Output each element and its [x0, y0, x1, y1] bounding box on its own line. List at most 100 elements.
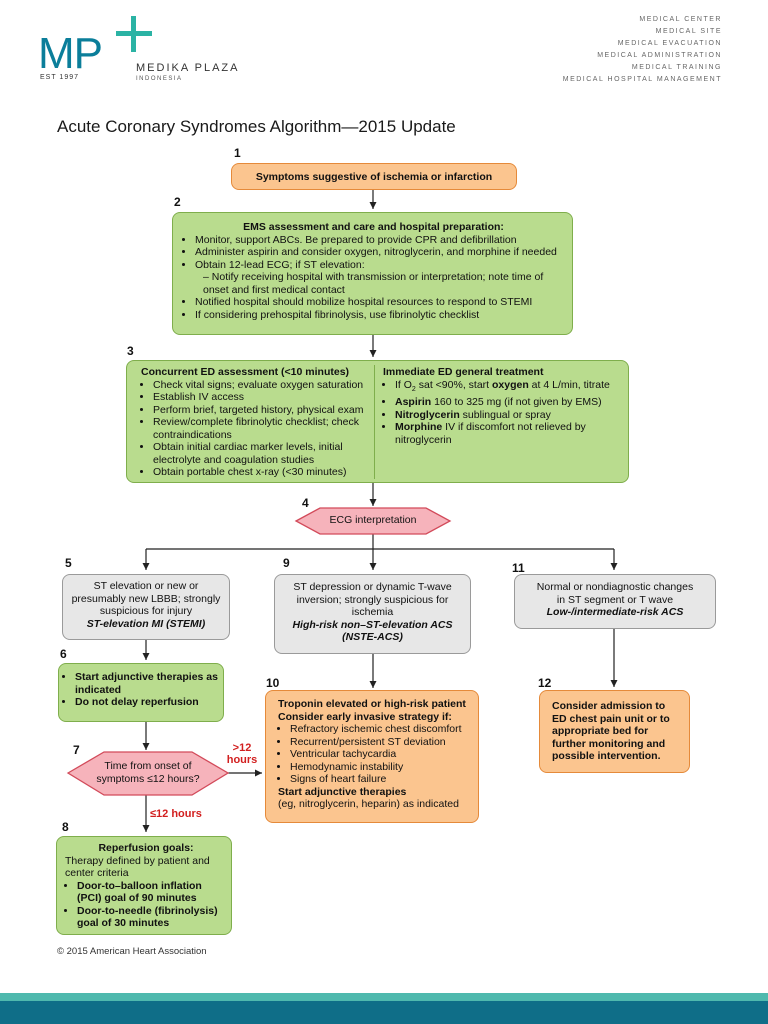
oxygen-text: If O [395, 378, 412, 391]
ems-item: Monitor, support ABCs. Be prepared to pr… [195, 234, 564, 247]
nste-acs-box: ST depression or dynamic T-wave inversio… [274, 574, 471, 654]
page-title: Acute Coronary Syndromes Algorithm—2015 … [57, 117, 456, 136]
copyright-footer: © 2015 American Heart Association [57, 946, 207, 957]
stemi-box: ST elevation or new or presumably new LB… [62, 574, 230, 640]
nitro-text: sublingual or spray [459, 408, 551, 421]
oxygen-text: at 4 L/min, titrate [528, 378, 610, 391]
invasive-criteria-item: Signs of heart failure [290, 773, 472, 786]
time-onset-line1: Time from onset of [104, 760, 192, 772]
symptoms-text: Symptoms suggestive of ischemia or infar… [255, 171, 493, 183]
symptoms-box: Symptoms suggestive of ischemia or infar… [231, 163, 517, 190]
low-risk-box: Normal or nondiagnostic changes in ST se… [514, 574, 716, 629]
service-item: MEDICAL CENTER [639, 16, 722, 23]
nste-text: ST depression or dynamic T-wave inversio… [293, 581, 452, 618]
adjunctive-item: Do not delay reperfusion [75, 696, 219, 709]
stemi-diagnosis: ST-elevation MI (STEMI) [86, 617, 206, 630]
concurrent-ed-assessment: Concurrent ED assessment (<10 minutes) C… [127, 361, 374, 479]
column-divider [374, 365, 375, 479]
admission-box: Consider admission to ED chest pain unit… [539, 690, 690, 773]
step-number: 6 [60, 647, 67, 661]
step-number: 1 [234, 146, 241, 160]
service-item: MEDICAL ADMINISTRATION [597, 52, 722, 59]
troponin-heading: Troponin elevated or high-risk patient [278, 698, 466, 710]
time-onset-line2: symptoms ≤12 hours? [96, 773, 200, 785]
aspirin-bold: Aspirin [395, 396, 432, 409]
morphine-text: IV if discomfort not relieved by nitrogl… [395, 421, 586, 446]
stemi-text: ST elevation or new or presumably new LB… [71, 580, 221, 617]
invasive-criteria-item: Hemodynamic instability [290, 761, 472, 774]
adjunctive-heading: Start adjunctive therapies [278, 785, 407, 798]
time-onset-diamond [66, 751, 230, 796]
ems-item: Administer aspirin and consider oxygen, … [195, 246, 564, 259]
treatment-nitroglycerin: Nitroglycerin sublingual or spray [395, 409, 627, 422]
assessment-item: Review/complete fibrinolytic checklist; … [153, 416, 370, 441]
step-number: 5 [65, 556, 72, 570]
morphine-bold: Morphine [395, 421, 443, 434]
service-item: MEDICAL TRAINING [631, 64, 722, 71]
services-list: MEDICAL CENTER MEDICAL SITE MEDICAL EVAC… [563, 14, 722, 86]
ems-assessment-box: EMS assessment and care and hospital pre… [172, 212, 573, 335]
reperfusion-goals-box: Reperfusion goals: Therapy defined by pa… [56, 836, 232, 935]
oxygen-text: sat <90%, start [415, 378, 492, 391]
gt12-hours-label: >12 hours [226, 742, 258, 766]
logo-plus-icon [116, 16, 152, 52]
step-number: 11 [512, 561, 525, 575]
ems-item-text: Obtain 12-lead ECG; if ST elevation: [195, 258, 365, 271]
assessment-item: Perform brief, targeted history, physica… [153, 404, 370, 417]
reperfusion-goal-item: Door-to-needle (fibrinolysis) goal of 30… [77, 905, 227, 930]
ems-sub-item-text: Notify receiving hospital with transmiss… [203, 271, 544, 296]
org-country: INDONESIA [136, 76, 183, 82]
assessment-item: Establish IV access [153, 391, 370, 404]
step-number: 8 [62, 820, 69, 834]
treatment-morphine: Morphine IV if discomfort not relieved b… [395, 421, 627, 446]
admission-text: Consider admission to ED chest pain unit… [552, 700, 670, 762]
low-risk-diagnosis: Low-/intermediate-risk ACS [546, 606, 684, 618]
ecg-interpretation-label: ECG interpretation [329, 514, 417, 526]
step-number: 3 [127, 344, 134, 358]
reperfusion-heading: Reperfusion goals: [98, 842, 194, 854]
assessment-item: Check vital signs; evaluate oxygen satur… [153, 379, 370, 392]
org-name: MEDIKA PLAZA [136, 62, 240, 74]
time-onset-question: Time from onset of symptoms ≤12 hours? [84, 760, 212, 786]
ems-item: Obtain 12-lead ECG; if ST elevation: – N… [195, 259, 564, 297]
treatment-aspirin: Aspirin 160 to 325 mg (if not given by E… [395, 396, 627, 409]
ems-heading: EMS assessment and care and hospital pre… [243, 221, 504, 233]
step-number: 10 [266, 676, 280, 690]
ems-item: If considering prehospital fibrinolysis,… [195, 309, 564, 322]
service-item: MEDICAL SITE [655, 28, 722, 35]
treatment-oxygen: If O2 sat <90%, start oxygen at 4 L/min,… [395, 379, 627, 397]
ed-assessment-box: Concurrent ED assessment (<10 minutes) C… [126, 360, 629, 483]
adjunctive-item: Start adjunctive therapies as indicated [75, 671, 219, 696]
service-item: MEDICAL EVACUATION [617, 40, 722, 47]
invasive-criteria-item: Recurrent/persistent ST deviation [290, 736, 472, 749]
adjunctive-therapy-box: Start adjunctive therapies as indicated … [58, 663, 224, 722]
logo-est: EST 1997 [40, 74, 80, 81]
reperfusion-text: Therapy defined by patient and center cr… [65, 854, 210, 880]
ecg-interpretation-diamond [294, 507, 452, 535]
invasive-criteria-item: Ventricular tachycardia [290, 748, 472, 761]
le12-hours-label: ≤12 hours [150, 808, 202, 820]
nste-diagnosis: High-risk non–ST-elevation ACS (NSTE-ACS… [292, 618, 453, 644]
step-number: 4 [302, 496, 309, 510]
logo-mp: MP [38, 29, 103, 78]
immediate-ed-treatment: Immediate ED general treatment If O2 sat… [383, 361, 627, 446]
step-number: 7 [73, 743, 80, 757]
troponin-box: Troponin elevated or high-risk patient C… [265, 690, 479, 823]
step-number: 2 [174, 195, 181, 209]
ems-item: Notified hospital should mobilize hospit… [195, 296, 564, 309]
invasive-criteria-item: Refractory ischemic chest discomfort [290, 723, 472, 736]
concurrent-heading: Concurrent ED assessment (<10 minutes) [141, 366, 350, 378]
oxygen-bold: oxygen [492, 378, 529, 391]
assessment-item: Obtain portable chest x-ray (<30 minutes… [153, 466, 370, 479]
reperfusion-goal-item: Door-to–balloon inflation (PCI) goal of … [77, 880, 227, 905]
adjunctive-note: (eg, nitroglycerin, heparin) as indicate… [278, 798, 459, 810]
invasive-strategy-heading: Consider early invasive strategy if: [278, 710, 452, 723]
footer-band-light [0, 993, 768, 1001]
nitro-bold: Nitroglycerin [395, 408, 460, 421]
assessment-item: Obtain initial cardiac marker levels, in… [153, 441, 370, 466]
ems-sub-item: – Notify receiving hospital with transmi… [203, 271, 544, 296]
oxygen-subscript: 2 [411, 385, 416, 393]
footer-band-dark [0, 1001, 768, 1024]
step-number: 9 [283, 556, 290, 570]
